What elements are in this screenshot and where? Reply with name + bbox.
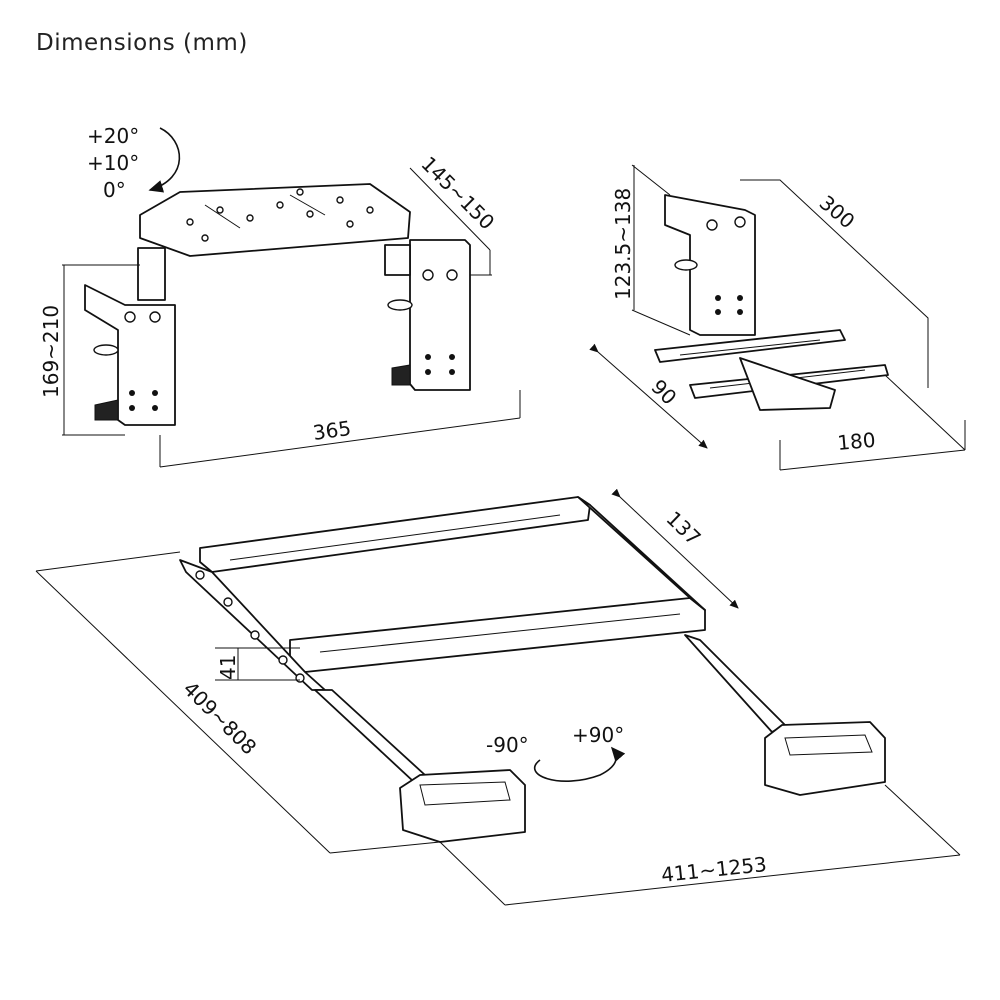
shifter-length-label: 300 <box>815 190 860 233</box>
plate-holes <box>186 188 374 242</box>
shifter-mount-drawing <box>589 164 966 471</box>
rotate-neg-label: -90° <box>486 733 529 757</box>
rotate-arrow-icon <box>533 746 626 782</box>
right-clamp <box>409 239 471 391</box>
foot-right <box>764 721 886 796</box>
shifter-height-label: 123.5~138 <box>611 188 635 300</box>
deck-depth-label: 145~150 <box>416 152 499 235</box>
frame-side-left <box>179 559 326 691</box>
tilt-arrow-icon <box>148 127 181 193</box>
tilt-label-0: 0° <box>103 178 126 202</box>
rail-height-label: 41 <box>216 655 240 680</box>
frame-depth-label: 137 <box>662 506 706 550</box>
deck-height-label: 169~210 <box>39 305 63 398</box>
tilt-label-20: +20° <box>87 124 139 148</box>
shifter-width-label: 180 <box>836 428 876 455</box>
leg-right <box>684 634 786 733</box>
pedal-frame-drawing <box>35 488 961 906</box>
foot-left <box>399 769 526 843</box>
leg-left <box>314 689 426 783</box>
frame-rail-rear <box>199 496 591 573</box>
rotate-pos-label: +90° <box>572 723 624 747</box>
shifter-depth-label: 90 <box>646 375 681 410</box>
shifter-clamp <box>664 194 756 336</box>
deck-mount-drawing <box>62 127 521 468</box>
tilt-label-10: +10° <box>87 151 139 175</box>
page-title: Dimensions (mm) <box>36 30 248 56</box>
top-plate <box>139 183 411 257</box>
frame-rail-front <box>289 597 706 673</box>
deck-width-label: 365 <box>311 416 352 445</box>
